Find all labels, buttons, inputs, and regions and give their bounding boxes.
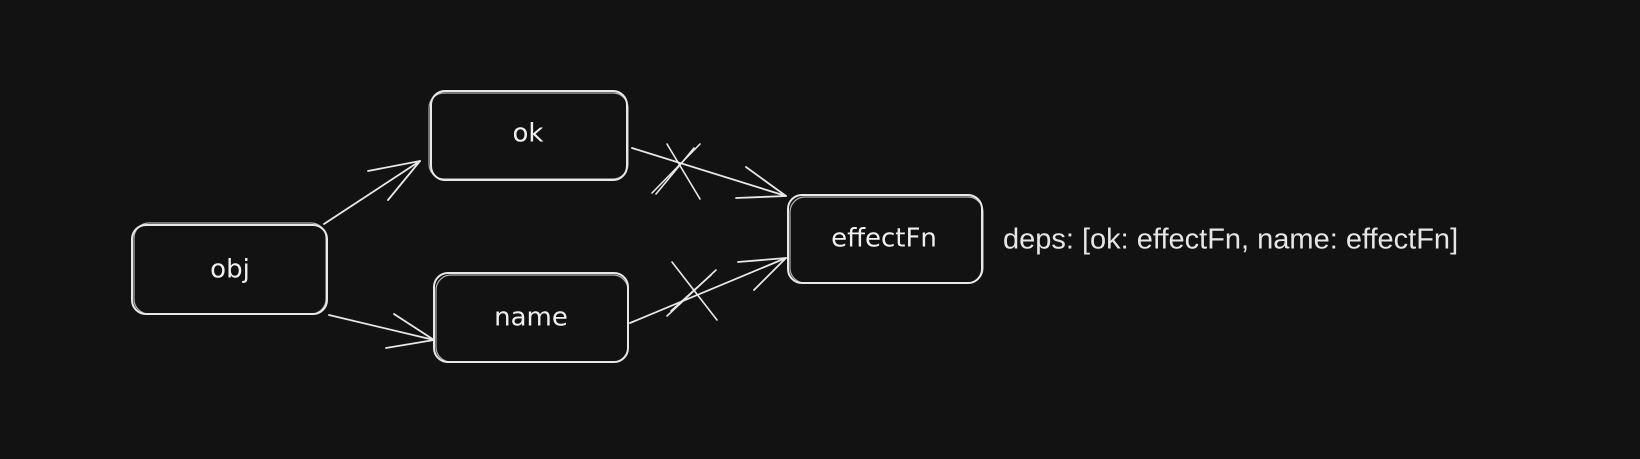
edge-ok-to-effectfn (631, 143, 787, 200)
edge-obj-to-ok (323, 160, 421, 225)
node-obj-label: obj (210, 255, 250, 285)
node-obj: obj (131, 222, 328, 315)
deps-annotation: deps: [ok: effectFn, name: effectFn] (1003, 224, 1458, 256)
edge-obj-name-arrowhead (385, 313, 435, 349)
node-name-label: name (494, 303, 568, 333)
node-obj-box-sketch (133, 222, 327, 315)
edge-obj-name-line (328, 314, 435, 341)
edge-name-effectfn-cross-stroke-2 (671, 261, 718, 321)
node-ok-box (430, 90, 628, 181)
edge-ok-effectfn-line (631, 147, 787, 197)
node-effectfn: effectFn (787, 194, 984, 284)
node-ok-box-sketch (428, 92, 629, 180)
edge-ok-effectfn-cross-stroke-1 (651, 143, 701, 194)
edge-name-effectfn-arrowhead (737, 257, 787, 291)
edge-name-to-effectfn (629, 257, 787, 324)
edge-obj-ok-arrowhead (367, 160, 421, 201)
edge-obj-ok-line (323, 160, 421, 225)
edge-ok-effectfn-arrowhead (735, 166, 787, 199)
edge-ok-effectfn-cross-stroke-2 (666, 143, 701, 200)
edge-name-effectfn-line (629, 257, 787, 324)
node-name-box-sketch (435, 274, 629, 363)
node-effectfn-box-sketch (789, 196, 984, 284)
edge-ok-effectfn-cross-stroke-3 (655, 147, 695, 195)
node-ok-label: ok (513, 119, 544, 149)
node-effectfn-label: effectFn (831, 224, 937, 254)
node-name: name (433, 272, 629, 363)
edge-obj-to-name (328, 313, 435, 349)
node-ok: ok (428, 90, 629, 181)
edge-name-effectfn-cross-stroke-3 (670, 274, 712, 312)
